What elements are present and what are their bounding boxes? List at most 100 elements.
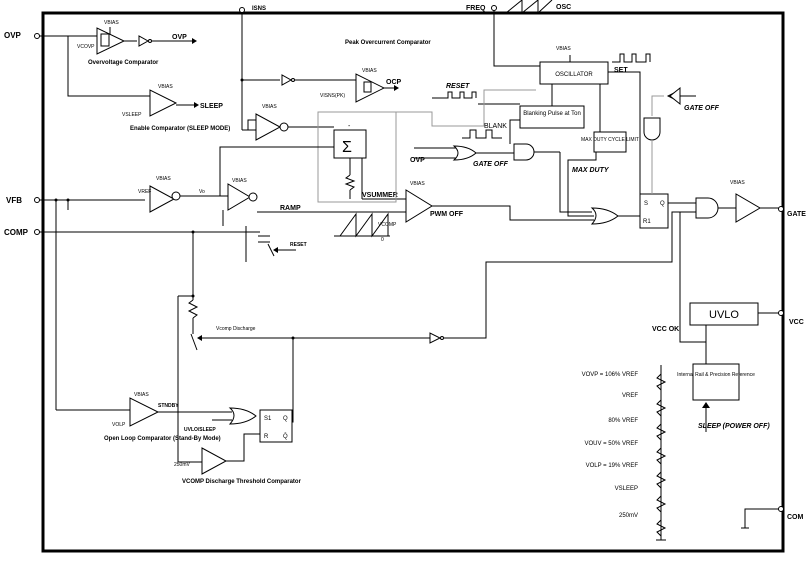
svg-text:VOVP = 106% VREF: VOVP = 106% VREF — [582, 372, 639, 378]
oscillator-section: OSCILLATOR VBIAS Blanking Pulse at Ton M… — [384, 13, 651, 153]
pin-vfb: VFB — [6, 196, 145, 205]
svg-text:VBIAS: VBIAS — [362, 68, 377, 74]
svg-text:VBIAS: VBIAS — [134, 392, 149, 398]
svg-text:OVP: OVP — [410, 157, 425, 164]
pin-gate-label: GATE — [787, 211, 806, 218]
svg-text:VREF: VREF — [138, 189, 151, 195]
svg-text:Blanking Pulse at Ton: Blanking Pulse at Ton — [523, 111, 581, 117]
svg-text:MAX DUTY: MAX DUTY — [572, 167, 610, 174]
svg-text:Vo: Vo — [199, 189, 205, 195]
svg-text:VREF: VREF — [622, 393, 638, 399]
svg-text:VBIAS: VBIAS — [232, 178, 247, 184]
svg-text:R: R — [264, 434, 269, 440]
osc-sawtooth — [505, 0, 553, 15]
max-duty-or-gate: MAX DUTY — [432, 152, 640, 225]
enable-comparator: VBIAS VSLEEP SLEEP Enable Comparator (SL… — [67, 36, 230, 132]
pin-comp-label: COMP — [4, 228, 29, 237]
svg-text:R1: R1 — [643, 219, 651, 225]
svg-text:Internal Rail & Precision Refe: Internal Rail & Precision Reference — [677, 372, 755, 378]
svg-text:S: S — [644, 201, 648, 207]
svg-text:-: - — [348, 123, 351, 130]
pin-gate: GATE — [778, 206, 806, 218]
svg-text:MAX DUTY CYCLE LIMIT: MAX DUTY CYCLE LIMIT — [581, 137, 639, 143]
svg-text:0: 0 — [381, 237, 384, 243]
discharge-network: VBIAS VOLP STNDBY Open Loop Comparator (… — [54, 198, 696, 485]
svg-text:Open Loop Comparator (Stand-By: Open Loop Comparator (Stand-By Mode) — [104, 436, 221, 442]
svg-text:RESET: RESET — [446, 83, 470, 90]
svg-text:VBIAS: VBIAS — [158, 84, 173, 90]
svg-text:OCP: OCP — [386, 79, 402, 86]
summer: Σ - VSUMMER — [317, 111, 406, 203]
pin-com-label: COM — [787, 514, 804, 521]
pwm-comparator: RAMP VBIAS PWM OFF VCOMP 0 RESET — [245, 181, 464, 262]
svg-text:UVLO/SLEEP: UVLO/SLEEP — [184, 427, 216, 433]
pin-ovp: OVP — [4, 31, 97, 40]
sr-latch-main: S Q R1 — [639, 72, 696, 229]
gate-off-logic: GATE OFF VBIAS — [643, 86, 779, 223]
svg-text:VISNS(PK): VISNS(PK) — [320, 93, 345, 99]
svg-text:VCOMP: VCOMP — [378, 222, 397, 228]
overvoltage-comparator: VBIAS VCOVP OVP Overvoltage Comparator — [77, 20, 197, 66]
svg-text:VBIAS: VBIAS — [730, 180, 745, 186]
pin-comp: COMP — [4, 228, 260, 237]
svg-text:Enable Comparator (SLEEP MODE): Enable Comparator (SLEEP MODE) — [130, 126, 230, 132]
svg-text:250mV: 250mV — [174, 462, 191, 468]
svg-text:VBIAS: VBIAS — [410, 181, 425, 187]
svg-text:STNDBY: STNDBY — [158, 403, 179, 409]
pin-vcc-label: VCC — [789, 319, 804, 326]
reference-divider: VOVP = 106% VREF VREF 80% VREF VOUV = 50… — [582, 365, 667, 541]
pin-isns: ISNS — [239, 6, 266, 130]
svg-text:RAMP: RAMP — [280, 205, 301, 212]
pin-com: COM — [741, 506, 804, 529]
svg-text:SLEEP: SLEEP — [200, 103, 223, 110]
svg-text:UVLO: UVLO — [709, 309, 739, 321]
svg-text:250mV: 250mV — [619, 513, 638, 519]
svg-text:VCOVP: VCOVP — [77, 44, 95, 50]
pin-freq: FREQ OSC — [466, 0, 571, 15]
svg-text:BLANK: BLANK — [484, 123, 507, 130]
svg-text:S1: S1 — [264, 416, 272, 422]
pin-isns-label: ISNS — [252, 6, 266, 12]
svg-text:VSUMMER: VSUMMER — [362, 192, 398, 199]
svg-text:VSLEEP: VSLEEP — [615, 486, 638, 492]
svg-text:VCC OK: VCC OK — [652, 326, 679, 333]
svg-text:Σ: Σ — [342, 139, 352, 156]
svg-text:VOLP = 19% VREF: VOLP = 19% VREF — [586, 463, 639, 469]
isns-amplifier: VBIAS VISNS(PK) OCP Peak Overcurrent Com… — [240, 40, 431, 141]
svg-text:Q: Q — [283, 416, 288, 422]
uvlo-section: UVLO VCC OK Internal Rail & Precision Re… — [652, 212, 770, 432]
pin-ovp-label: OVP — [4, 31, 22, 40]
svg-text:VOUV = 50% VREF: VOUV = 50% VREF — [584, 441, 638, 447]
svg-text:GATE OFF: GATE OFF — [473, 161, 509, 168]
svg-text:80% VREF: 80% VREF — [608, 418, 638, 424]
svg-text:Peak Overcurrent Comparator: Peak Overcurrent Comparator — [345, 40, 431, 46]
uvlo-block — [689, 302, 759, 326]
svg-text:GATE OFF: GATE OFF — [684, 105, 720, 112]
svg-text:RESET: RESET — [290, 242, 307, 248]
pin-freq-label: FREQ — [466, 5, 486, 12]
svg-text:Q: Q — [660, 201, 665, 207]
svg-text:VBIAS: VBIAS — [104, 20, 119, 26]
ic-outline — [41, 11, 785, 553]
svg-text:Vcomp Discharge: Vcomp Discharge — [216, 326, 256, 332]
svg-text:SET: SET — [614, 67, 628, 74]
error-amplifier: VBIAS VREF Vo VBIAS — [138, 146, 334, 226]
pin-vcc: VCC — [758, 310, 804, 326]
svg-text:VBIAS: VBIAS — [156, 176, 171, 182]
svg-text:VCOMP Discharge Threshold Comp: VCOMP Discharge Threshold Comparator — [182, 479, 302, 485]
internal-rail-block — [692, 363, 740, 401]
svg-text:VBIAS: VBIAS — [262, 104, 277, 110]
pin-vfb-label: VFB — [6, 196, 22, 205]
svg-text:VSLEEP: VSLEEP — [122, 112, 142, 118]
svg-text:VOLP: VOLP — [112, 422, 126, 428]
pin-osc-label: OSC — [556, 4, 571, 11]
svg-text:PWM OFF: PWM OFF — [430, 211, 464, 218]
svg-text:SLEEP (POWER OFF): SLEEP (POWER OFF) — [698, 423, 770, 430]
svg-text:VBIAS: VBIAS — [556, 46, 571, 52]
svg-text:Overvoltage Comparator: Overvoltage Comparator — [88, 60, 159, 66]
svg-text:OSCILLATOR: OSCILLATOR — [555, 72, 593, 78]
svg-text:Q̄: Q̄ — [283, 433, 288, 440]
svg-text:OVP: OVP — [172, 34, 187, 41]
gate-off-or-gate: OVP GATE OFF — [410, 143, 592, 213]
